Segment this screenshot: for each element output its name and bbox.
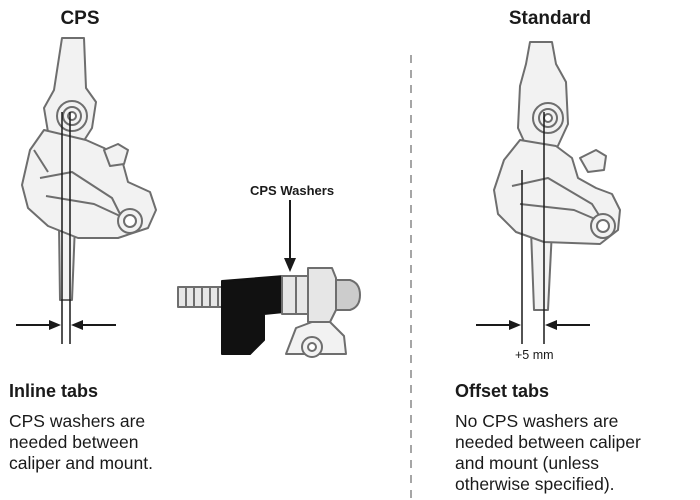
cps-title: CPS <box>60 8 100 29</box>
standard-title: Standard <box>508 8 592 29</box>
cps-caliper-illustration <box>21 37 157 301</box>
standard-caliper-illustration <box>493 41 621 311</box>
offset-measurement-label: +5 mm <box>515 348 554 362</box>
offset-tabs-heading: Offset tabs <box>455 381 550 401</box>
cps-washers-label: CPS Washers <box>250 183 335 198</box>
offset-tabs-description: No CPS washers are needed between calipe… <box>455 411 641 494</box>
inline-tabs-description: CPS washers are needed between caliper a… <box>9 411 153 473</box>
washer-pointer-arrowhead <box>284 258 296 272</box>
cps-washer-detail <box>177 267 361 358</box>
inline-tabs-heading: Inline tabs <box>9 381 99 401</box>
